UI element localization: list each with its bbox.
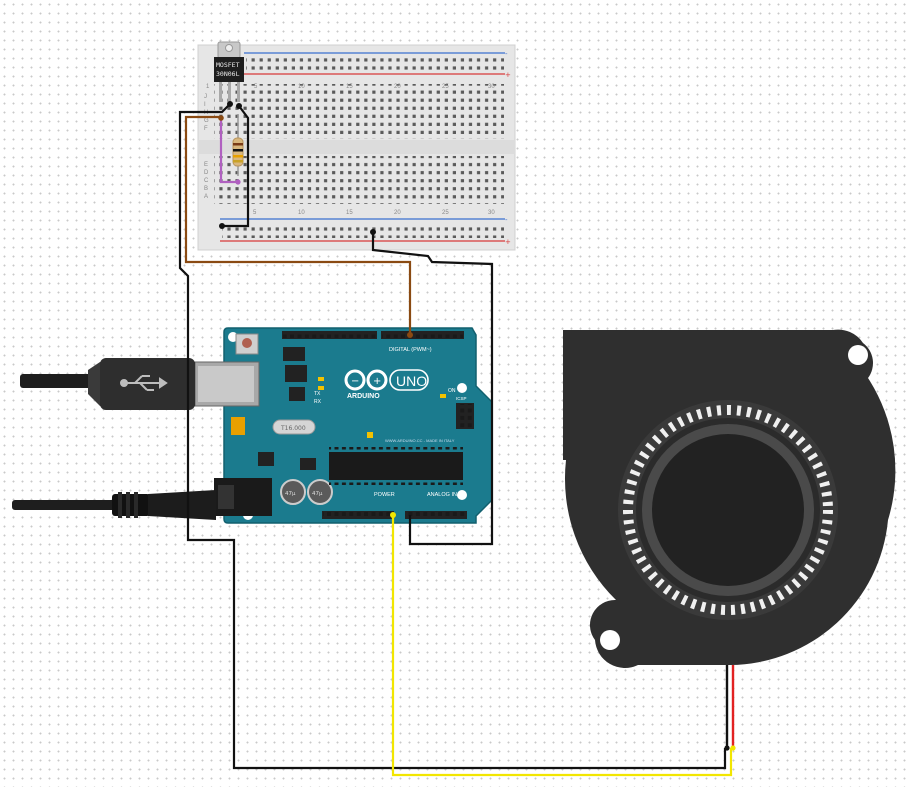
row-letter-c: C bbox=[204, 178, 209, 184]
col-number-bottom-30: 30 bbox=[488, 210, 495, 216]
wire-mosfet-source-gnd bbox=[219, 103, 250, 229]
col-number-15: 15 bbox=[346, 84, 353, 90]
row-letter-i: I bbox=[204, 102, 206, 108]
row-letter-g: G bbox=[204, 118, 209, 124]
arduino-infinity-logo: − + bbox=[344, 369, 388, 391]
svg-text:−: − bbox=[351, 376, 359, 387]
rx-led-label: RX bbox=[314, 399, 322, 405]
row-letter-e: E bbox=[204, 162, 208, 168]
wire-rail-to-arduino-gnd bbox=[370, 229, 494, 546]
col-number-30: 30 bbox=[488, 84, 495, 90]
usb-icon bbox=[120, 375, 168, 391]
on-led-label: ON bbox=[448, 388, 456, 394]
power-pins-label: POWER bbox=[374, 492, 395, 498]
mosfet-label-line2: 30N06L bbox=[216, 70, 240, 78]
arduino-model-label: UNO bbox=[396, 373, 427, 389]
fan-leads bbox=[724, 665, 736, 751]
mosfet-transistor: MOSFET 30N06L bbox=[214, 41, 244, 102]
breadboard: - + - + 1 5 10 15 20 25 30 5 10 15 20 25… bbox=[197, 44, 516, 251]
col-number-5: 5 bbox=[254, 84, 258, 90]
col-number-20: 20 bbox=[394, 84, 401, 90]
arduino-uno-board: 47µ 47µ T16.000 − + UNO ARDUINO DIGITAL … bbox=[194, 327, 493, 524]
row-letter-d: D bbox=[204, 170, 209, 176]
mosfet-label-line1: MOSFET bbox=[216, 61, 240, 69]
row-letter-f: F bbox=[204, 126, 208, 132]
svg-text:-: - bbox=[505, 50, 508, 58]
capacitor-label-2: 47µ bbox=[312, 491, 323, 497]
website-label: WWW.ARDUINO.CC - MADE IN ITALY bbox=[385, 438, 455, 443]
col-number-bottom-10: 10 bbox=[298, 210, 305, 216]
wire-signal-pwm bbox=[184, 115, 413, 338]
row-letter-b: B bbox=[204, 186, 208, 192]
fan-blower bbox=[563, 329, 896, 668]
svg-text:+: + bbox=[505, 238, 511, 246]
col-number-bottom-25: 25 bbox=[442, 210, 449, 216]
usb-cable bbox=[20, 358, 195, 410]
digital-pins-label: DIGITAL (PWM~) bbox=[389, 347, 432, 353]
col-number-25: 25 bbox=[442, 84, 449, 90]
row-letter-a: A bbox=[204, 194, 208, 200]
col-number-1: 1 bbox=[206, 84, 210, 90]
wire-gnd-breadboard-to-arduino bbox=[178, 101, 727, 770]
svg-text:+: + bbox=[373, 376, 381, 387]
power-barrel-cable bbox=[12, 490, 216, 520]
tx-led-label: TX bbox=[314, 391, 321, 397]
icsp-label: ICSP bbox=[456, 396, 467, 401]
col-number-bottom-5: 5 bbox=[253, 210, 257, 216]
svg-text:-: - bbox=[505, 216, 508, 224]
col-number-10: 10 bbox=[298, 84, 305, 90]
analog-pins-label: ANALOG IN bbox=[427, 492, 457, 498]
resistor bbox=[232, 114, 244, 176]
arduino-brand-label: ARDUINO bbox=[347, 393, 380, 400]
svg-text:+: + bbox=[505, 71, 511, 79]
row-letter-j: J bbox=[204, 94, 207, 100]
capacitor-label-1: 47µ bbox=[285, 491, 296, 497]
wire-5v-to-fan bbox=[390, 512, 733, 777]
col-number-bottom-20: 20 bbox=[394, 210, 401, 216]
crystal-label: T16.000 bbox=[280, 425, 306, 432]
col-number-bottom-15: 15 bbox=[346, 210, 353, 216]
